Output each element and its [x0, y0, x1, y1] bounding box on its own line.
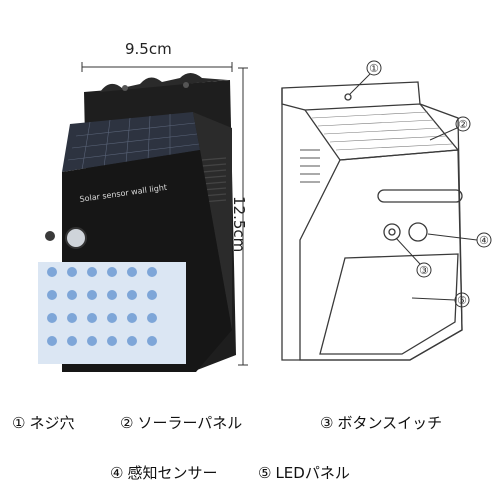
sensor-drawing [408, 222, 428, 242]
top-slot-drawing [377, 189, 463, 203]
legend-label: ネジ穴 [29, 414, 75, 432]
button-switch-drawing [383, 223, 401, 241]
legend-label: LEDパネル [275, 464, 350, 482]
callout-4: ④ [479, 234, 489, 247]
callout-3: ③ [419, 264, 429, 277]
screw-hole-drawing [344, 93, 352, 101]
width-dimension-label: 9.5cm [125, 40, 172, 58]
product-photo: Solar sensor wall light [38, 73, 236, 372]
side-wedge-photo [193, 112, 232, 330]
legend-label: 感知センサー [127, 464, 218, 482]
led-panel-drawing [319, 253, 459, 355]
legend-number: ② [120, 414, 134, 432]
sensor-photo [65, 227, 87, 249]
height-dimension-line [238, 67, 248, 366]
legend-number: ④ [110, 464, 124, 482]
legend-number: ③ [320, 414, 334, 432]
callout-1: ① [369, 62, 379, 75]
solar-panel-photo [62, 112, 200, 172]
line-drawing [281, 81, 463, 361]
callouts [349, 60, 492, 308]
legend-number: ⑤ [258, 464, 272, 482]
front-face-drawing [299, 149, 463, 361]
legend-label: ボタンスイッチ [337, 414, 443, 432]
width-dimension-line [81, 62, 233, 72]
legend-label: ソーラーパネル [137, 414, 243, 432]
legend-number: ① [12, 414, 26, 432]
callout-5: ⑤ [457, 294, 467, 307]
callout-2: ② [458, 118, 468, 131]
screw-hole-photo [122, 85, 128, 91]
